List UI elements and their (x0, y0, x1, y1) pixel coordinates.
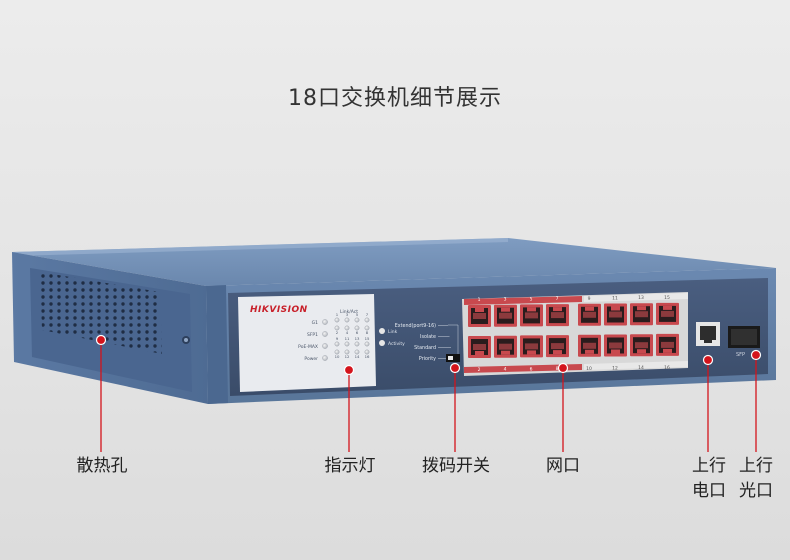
callout-indicator-lights: 指示灯 (324, 456, 376, 476)
led-port-number: 6 (356, 330, 359, 335)
port-led-icon (354, 341, 360, 347)
status-led-icon (322, 355, 328, 361)
led-port-number: 13 (355, 336, 360, 341)
led-port-number: 12 (345, 354, 350, 359)
port-led-icon (334, 325, 340, 331)
callout-heat-vents: 散热孔 (76, 456, 128, 476)
led-port-number: 11 (345, 336, 350, 341)
port-number-bottom: 12 (612, 366, 618, 372)
led-port-number: 5 (356, 312, 359, 317)
led-row-label: G1 (312, 320, 318, 326)
port-number-bottom: 8 (556, 366, 559, 372)
port-number-bottom: 10 (586, 366, 592, 372)
callout-uplink-optical: 上行 光口 (739, 456, 773, 501)
led-port-number: 15 (365, 336, 370, 341)
port-led-icon (344, 341, 350, 347)
port-led-icon (344, 317, 350, 323)
led-row-label: Power (304, 356, 318, 362)
callout-uplink-electrical: 上行 电口 (692, 456, 726, 501)
port-number-top: 9 (588, 296, 591, 302)
port-number-bottom: 4 (504, 367, 507, 373)
port-number-top: 13 (638, 295, 644, 301)
led-port-number: 3 (346, 312, 349, 317)
led-legend-activity: Activity (388, 341, 405, 347)
port-number-bottom: 2 (478, 367, 481, 373)
led-port-number: 14 (355, 354, 360, 359)
link-led-icon (379, 328, 385, 334)
port-led-icon (364, 325, 370, 331)
callout-network-ports: 网口 (546, 456, 580, 476)
led-port-number: 1 (336, 312, 339, 317)
dip-option-label: Priority (419, 356, 436, 362)
port-led-icon (334, 341, 340, 347)
callout-dot (702, 354, 714, 366)
callout-dot (343, 364, 355, 376)
page-title: 18口交换机细节展示 (288, 86, 502, 111)
led-port-number: 4 (346, 330, 349, 335)
port-led-icon (364, 317, 370, 323)
dip-option-label: Isolate (420, 334, 436, 340)
callout-dot (557, 362, 569, 374)
led-panel (238, 294, 376, 392)
port-led-icon (334, 349, 340, 355)
heat-vents (40, 272, 162, 354)
port-led-icon (354, 317, 360, 323)
port-number-top: 7 (556, 296, 559, 302)
port-led-icon (364, 349, 370, 355)
port-number-bottom: 16 (664, 365, 670, 371)
dip-switch-knob[interactable] (448, 356, 453, 360)
led-legend-link: Link (388, 329, 398, 335)
led-port-number: 16 (365, 354, 370, 359)
callout-dot (449, 362, 461, 374)
port-number-top: 3 (504, 297, 507, 303)
callout-dot (750, 349, 762, 361)
port-led-icon (344, 349, 350, 355)
port-number-top: 1 (478, 297, 481, 303)
port-number-top: 5 (530, 296, 533, 302)
port-led-icon (344, 325, 350, 331)
led-header: Link/Act (340, 309, 358, 315)
led-port-number: 8 (366, 330, 369, 335)
status-led-icon (322, 331, 328, 337)
led-port-number: 9 (336, 336, 339, 341)
port-number-bottom: 6 (530, 366, 533, 372)
callout-dip-switch: 拨码开关 (422, 456, 490, 476)
port-led-icon (334, 317, 340, 323)
port-number-bottom: 14 (638, 365, 644, 371)
port-led-icon (354, 325, 360, 331)
port-number-top: 11 (612, 296, 618, 302)
activity-led-icon (379, 340, 385, 346)
callout-dot (95, 334, 107, 346)
port-led-icon (354, 349, 360, 355)
led-port-number: 10 (335, 354, 340, 359)
led-port-number: 2 (336, 330, 339, 335)
led-row-label: SFP1 (307, 332, 318, 338)
sfp-port-label: SFP (736, 352, 745, 358)
status-led-icon (322, 343, 328, 349)
port-led-icon (364, 341, 370, 347)
dip-option-label: Extend(port9-16) (395, 323, 436, 329)
led-port-number: 7 (366, 312, 369, 317)
led-row-label: PoE-MAX (298, 344, 318, 350)
dip-option-label: Standard (414, 345, 436, 351)
brand-logo: HIKVISION (250, 305, 308, 315)
status-led-icon (322, 319, 328, 325)
port-number-top: 15 (664, 295, 670, 301)
